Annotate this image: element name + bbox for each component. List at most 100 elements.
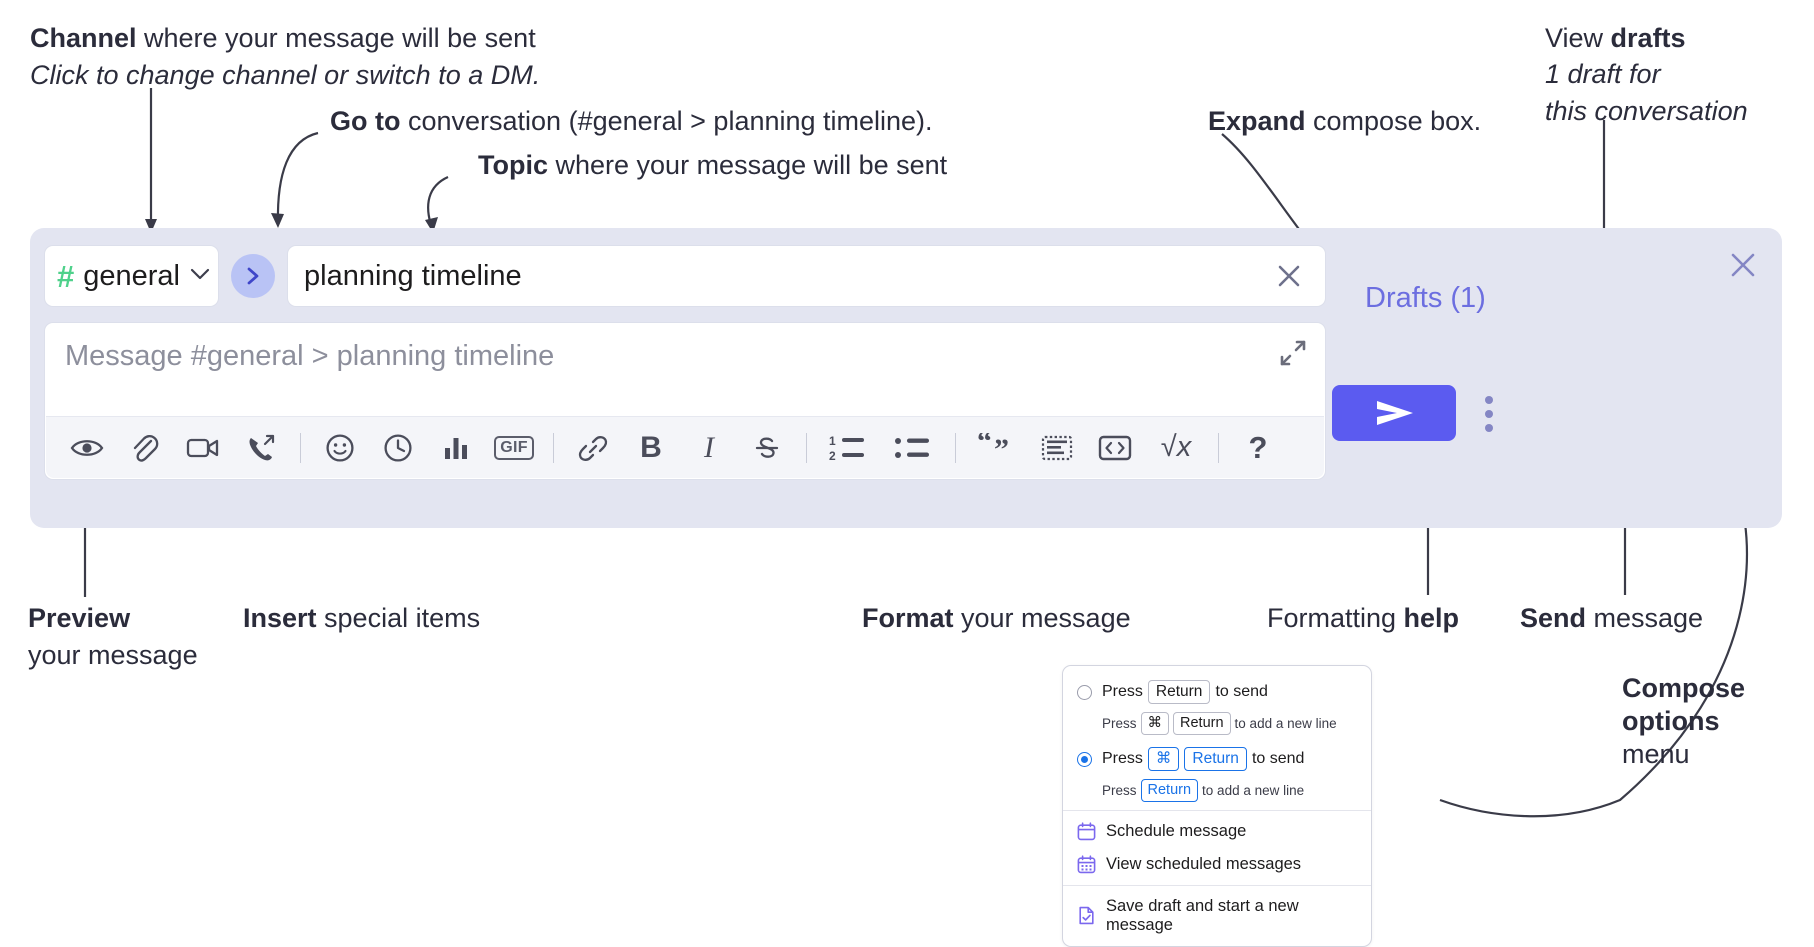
radio-button[interactable] xyxy=(1077,685,1092,700)
blockquote-icon[interactable]: “” xyxy=(972,425,1022,471)
toolbar-separator xyxy=(806,432,807,463)
expand-compose-button[interactable] xyxy=(1275,335,1311,371)
option-press-cmd-return-to-send[interactable]: Press ⌘ Return to send xyxy=(1063,743,1371,775)
toolbar-separator xyxy=(955,432,956,463)
destination-row: # general planning timeline xyxy=(44,240,1326,312)
goto-conversation-button[interactable] xyxy=(231,254,275,298)
option-sub-prefix: Press xyxy=(1102,783,1137,799)
annotation-channel-italic: Click to change channel or switch to a D… xyxy=(30,60,541,91)
toolbar-separator xyxy=(553,432,554,463)
annotation-goto: Go to conversation (#general > planning … xyxy=(330,105,933,137)
option-main-line: Press Return to send xyxy=(1102,680,1268,705)
kebab-dot xyxy=(1485,396,1493,404)
annotation-compose-options: Compose options menu xyxy=(1622,672,1745,771)
annotation-insert-bold: Insert xyxy=(243,603,317,633)
option-prefix: Press xyxy=(1102,749,1143,767)
annotation-format-rest: your message xyxy=(953,603,1131,633)
topic-value: planning timeline xyxy=(304,259,522,292)
link-icon[interactable] xyxy=(570,425,616,471)
option-press-return-to-send[interactable]: Press Return to send xyxy=(1063,676,1371,708)
annotation-expand-rest: compose box. xyxy=(1305,106,1482,136)
bulleted-list-icon[interactable] xyxy=(887,425,939,471)
annotation-drafts: View drafts 1 draft for this conversatio… xyxy=(1545,22,1748,127)
radio-button-selected[interactable] xyxy=(1077,751,1092,767)
annotation-send-bold: Send xyxy=(1520,603,1587,633)
italic-label: I xyxy=(704,430,714,464)
annotation-drafts-italic2: this conversation xyxy=(1545,95,1748,126)
annotation-help-normal: Formatting xyxy=(1267,603,1404,633)
menu-item-label: Save draft and start a new message xyxy=(1106,896,1299,934)
key-return: Return xyxy=(1140,779,1199,802)
annotation-drafts-italic1: 1 draft for xyxy=(1545,59,1661,90)
annotation-compose-bold2: options xyxy=(1622,705,1720,736)
topic-field[interactable]: planning timeline xyxy=(287,245,1326,307)
annotation-expand-bold: Expand xyxy=(1208,106,1306,136)
attachment-icon[interactable] xyxy=(122,425,168,471)
bold-icon[interactable]: B xyxy=(628,425,674,471)
code-icon[interactable] xyxy=(1092,425,1138,471)
annotation-help: Formatting help xyxy=(1267,602,1459,634)
strikethrough-icon[interactable] xyxy=(744,425,790,471)
send-button[interactable] xyxy=(1332,385,1456,441)
emoji-icon[interactable] xyxy=(317,425,363,471)
channel-select[interactable]: # general xyxy=(44,245,219,307)
menu-item-label: Schedule message xyxy=(1106,821,1247,840)
annotation-send: Send message xyxy=(1520,602,1703,634)
annotation-compose-rest: menu xyxy=(1622,738,1690,769)
poll-icon[interactable] xyxy=(433,425,479,471)
gif-label: GIF xyxy=(494,435,534,460)
key-command: ⌘ xyxy=(1140,712,1170,735)
svg-text:2: 2 xyxy=(829,449,836,463)
preview-icon[interactable] xyxy=(64,425,110,471)
option-suffix: to send xyxy=(1251,749,1305,767)
panel-close-button[interactable] xyxy=(1726,248,1760,282)
annotation-send-rest: message xyxy=(1586,603,1704,633)
annotation-format-bold: Format xyxy=(862,603,954,633)
annotation-drafts-normal: View xyxy=(1545,23,1611,53)
audio-call-icon[interactable] xyxy=(238,425,284,471)
channel-name: general xyxy=(83,259,180,292)
annotation-help-bold: help xyxy=(1403,603,1460,633)
video-icon[interactable] xyxy=(180,425,226,471)
italic-icon[interactable]: I xyxy=(686,425,732,471)
math-icon[interactable]: √x xyxy=(1150,425,1202,471)
toolbar-separator xyxy=(300,432,301,463)
close-icon xyxy=(1278,265,1300,287)
compose-options-button[interactable] xyxy=(1475,390,1503,438)
option-main-line: Press ⌘ Return to send xyxy=(1102,746,1305,772)
menu-item-view-scheduled-messages[interactable]: View scheduled messages xyxy=(1063,848,1371,881)
kebab-dot xyxy=(1485,410,1493,418)
math-label: √x xyxy=(1160,431,1192,463)
compose-inner: # general planning timeline xyxy=(44,240,1326,480)
annotation-drafts-bold: drafts xyxy=(1610,23,1686,53)
hash-icon: # xyxy=(57,258,75,294)
annotation-topic-bold: Topic xyxy=(478,150,548,180)
svg-text:”: ” xyxy=(994,433,1009,463)
gif-icon[interactable]: GIF xyxy=(491,425,537,471)
expand-diagonal-icon xyxy=(1280,340,1306,366)
compose-panel: # general planning timeline xyxy=(30,228,1782,528)
option-sub-line: Press Return to add a new line xyxy=(1102,779,1371,802)
clock-icon[interactable] xyxy=(375,425,421,471)
compose-options-menu: Press Return to send Press ⌘ Return to a… xyxy=(1062,665,1372,947)
document-check-icon xyxy=(1079,907,1094,925)
annotation-channel: Channel where your message will be sent … xyxy=(30,22,540,92)
menu-item-schedule-message[interactable]: Schedule message xyxy=(1063,815,1371,848)
toolbar-separator xyxy=(1218,432,1219,463)
drafts-link[interactable]: Drafts (1) xyxy=(1365,282,1486,314)
code-block-icon[interactable] xyxy=(1034,425,1080,471)
annotation-preview-bold: Preview xyxy=(28,603,131,633)
annotation-insert: Insert special items xyxy=(243,602,480,634)
option-sub-line: Press ⌘ Return to add a new line xyxy=(1102,712,1371,735)
topic-clear-button[interactable] xyxy=(1269,256,1309,296)
message-input-box[interactable]: Message #general > planning timeline xyxy=(44,322,1326,480)
option-prefix: Press xyxy=(1102,682,1143,700)
annotation-compose-bold1: Compose xyxy=(1622,673,1746,703)
menu-item-save-draft[interactable]: Save draft and start a new message xyxy=(1063,890,1371,946)
help-icon[interactable]: ? xyxy=(1235,425,1281,471)
option-sub-suffix: to add a new line xyxy=(1202,783,1305,799)
annotation-preview: Preview your message xyxy=(28,602,198,672)
kebab-dot xyxy=(1485,424,1493,432)
